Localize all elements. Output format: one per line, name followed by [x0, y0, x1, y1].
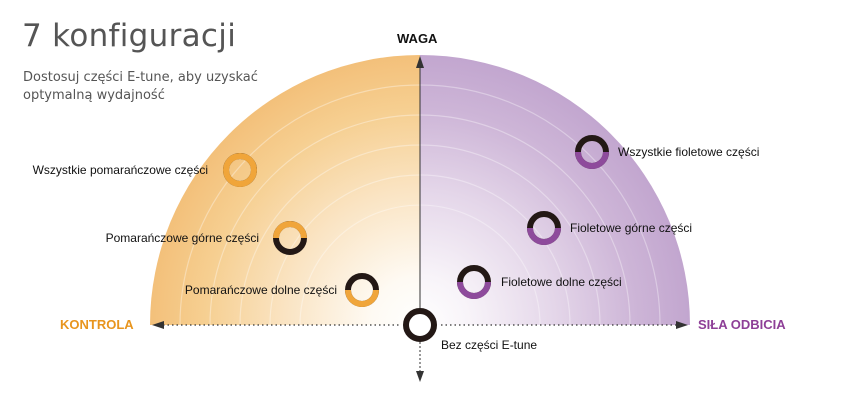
- axis-label-right: SIŁA ODBICIA: [698, 317, 786, 332]
- horizontal-axis: [152, 321, 688, 329]
- arrow-right-icon: [676, 321, 688, 329]
- orange-quadrant: [150, 55, 420, 325]
- ring-none: [403, 308, 437, 342]
- label-all-orange: Wszystkie pomarańczowe części: [32, 163, 208, 177]
- arrow-left-icon: [152, 321, 164, 329]
- axis-label-top: WAGA: [397, 31, 438, 46]
- label-purple-top: Fioletowe górne części: [570, 221, 693, 235]
- ring-all-orange: [223, 153, 257, 187]
- vertical-axis: [416, 56, 424, 382]
- ring-purple-top: [527, 211, 561, 245]
- label-none: Bez części E-tune: [441, 338, 538, 352]
- ring-purple-bottom: [457, 265, 491, 299]
- ring-orange-bottom: [345, 273, 379, 307]
- axis-label-left: KONTROLA: [60, 317, 134, 332]
- page-subtitle: Dostosuj części E-tune, aby uzyskać opty…: [23, 70, 258, 103]
- label-orange-top: Pomarańczowe górne części: [105, 231, 259, 245]
- ring-all-purple: [575, 135, 609, 169]
- page-title: 7 konfiguracji: [22, 18, 237, 54]
- purple-quadrant: [420, 55, 690, 325]
- arrow-down-icon: [416, 371, 424, 382]
- arrow-up-icon: [416, 56, 424, 68]
- label-purple-bottom: Fioletowe dolne części: [501, 275, 622, 289]
- label-orange-bottom: Pomarańczowe dolne części: [184, 283, 337, 297]
- label-all-purple: Wszystkie fioletowe części: [618, 145, 760, 159]
- ring-orange-top: [273, 221, 307, 255]
